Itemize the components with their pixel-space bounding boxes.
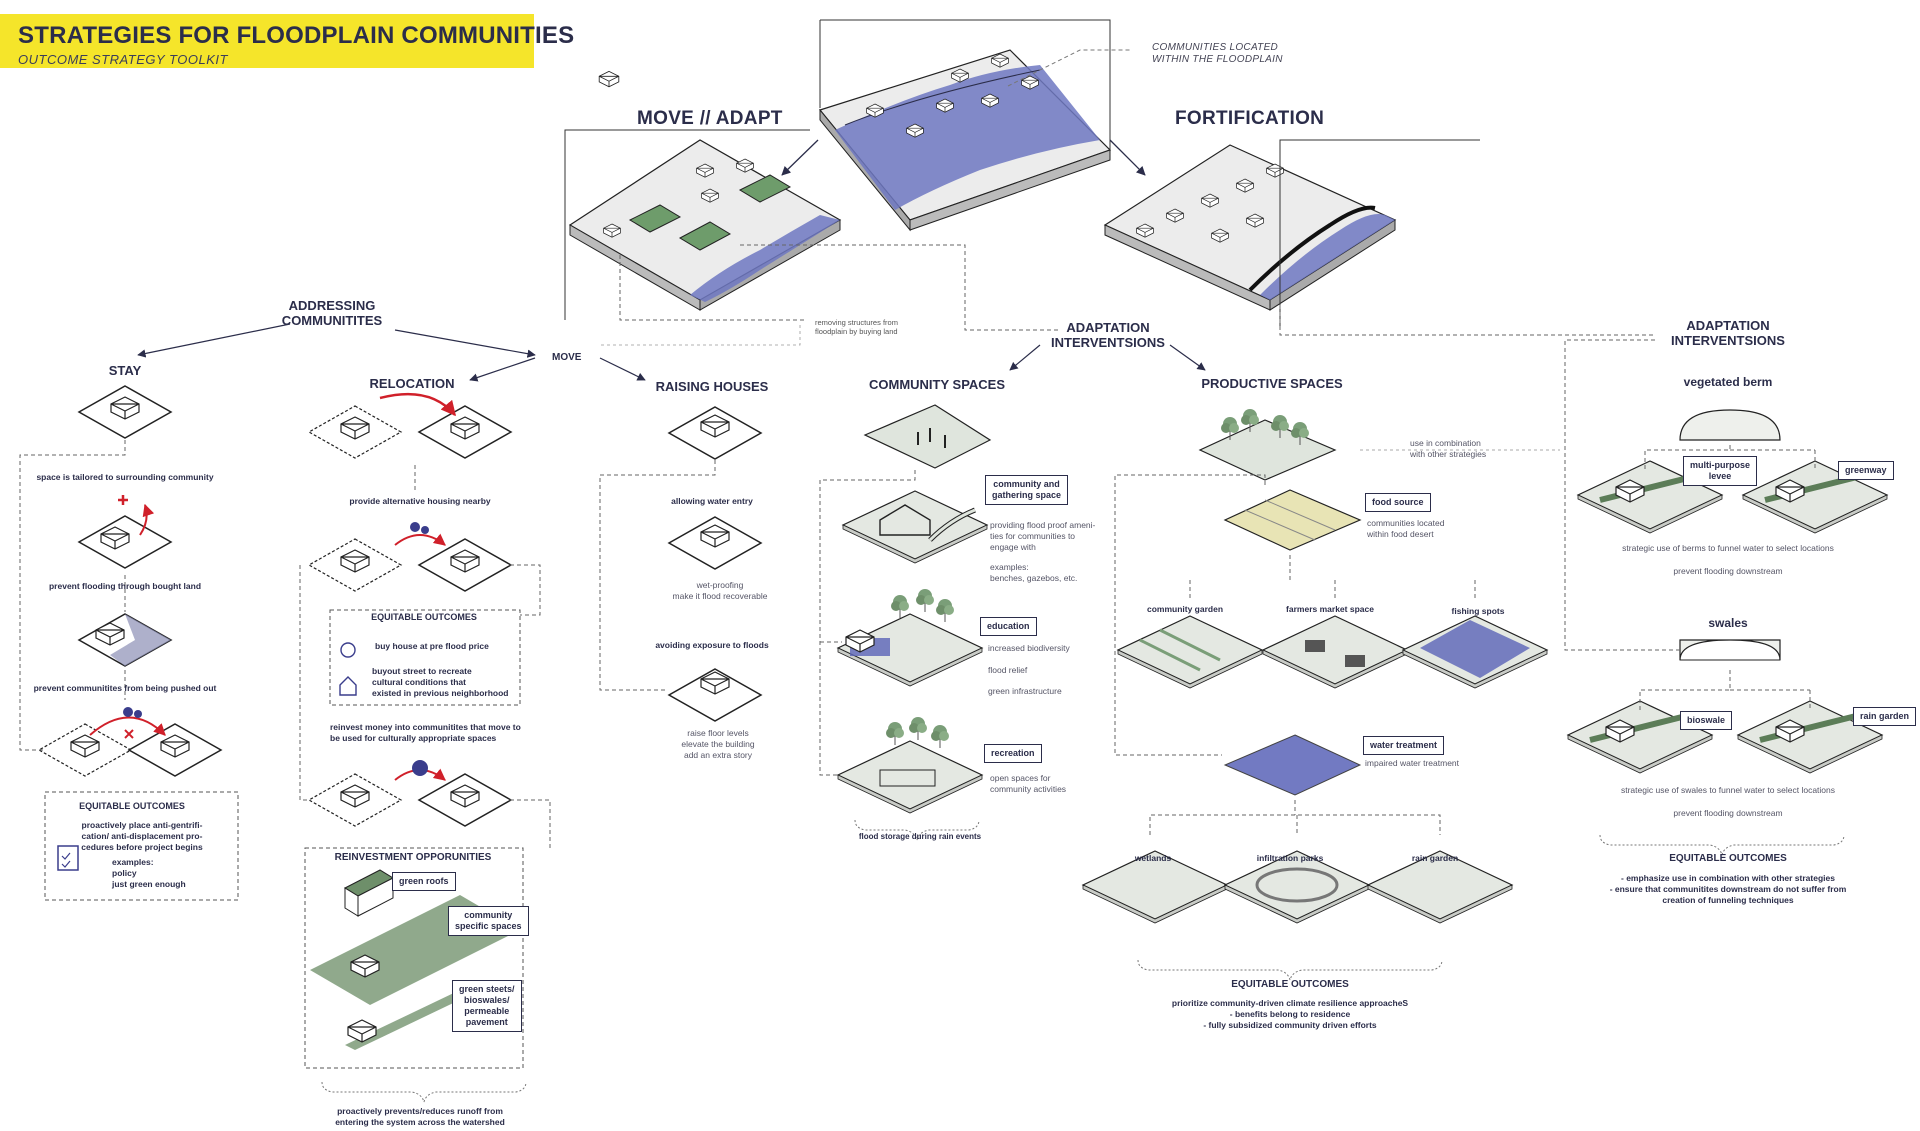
adaptation-label-1: ADAPTATION INTERVENTSIONS [1051, 320, 1165, 350]
fishing-spots-label: fishing spots [1451, 606, 1505, 616]
callout-green-streets: green steets/ bioswales/ permeable pavem… [452, 980, 522, 1032]
community-title: COMMUNITY SPACES [868, 377, 1006, 392]
callout-greenway: greenway [1838, 461, 1894, 480]
productive-equitable-text: prioritize community-driven climate resi… [1171, 998, 1409, 1030]
callout-bioswale: bioswale [1680, 711, 1733, 730]
community-bottom: flood storage during rain events [858, 832, 982, 841]
callout-community-spaces: community specific spaces [448, 906, 529, 936]
berm-note-2: prevent flooding downstream [1673, 566, 1783, 576]
callout-recreation: recreation [984, 744, 1042, 763]
page-title: STRATEGIES FOR FLOODPLAIN COMMUNITIES [18, 22, 575, 49]
stay-equitable-examples: examples: policy just green enough [112, 857, 186, 889]
education-note-3: green infrastructure [988, 686, 1062, 696]
community-garden-label: community garden [1146, 604, 1224, 614]
stay-title: STAY [108, 363, 142, 378]
swales-title: swales [1708, 616, 1748, 630]
reinvestment-title: REINVESTMENT OPPORUNITIES [334, 852, 492, 863]
relocation-eq-item1: buy house at pre flood price [375, 641, 489, 651]
productive-platforms [1082, 408, 1548, 924]
stay-step3: prevent communitites from being pushed o… [33, 683, 217, 693]
relocation-tiles [308, 392, 512, 827]
stay-equitable-title: EQUITABLE OUTCOMES [79, 801, 185, 811]
wetlands-label: wetlands [1134, 853, 1172, 863]
removing-note: removing structures from floodplain by b… [815, 318, 898, 336]
relocation-equitable-title: EQUITABLE OUTCOMES [371, 612, 477, 622]
callout-gathering: community and gathering space [985, 475, 1069, 505]
raising-note2: raise floor levels elevate the building … [681, 728, 755, 760]
move-adapt-scene [568, 139, 842, 311]
relocation-step1: provide alternative housing nearby [349, 496, 491, 506]
callout-food-source: food source [1365, 493, 1431, 512]
swales-note-2: prevent flooding downstream [1673, 808, 1783, 818]
swales-note-1: strategic use of swales to funnel water … [1620, 785, 1836, 795]
move-label: MOVE [552, 352, 582, 363]
berm-title: vegetated berm [1683, 375, 1773, 389]
relocation-eq-item2: buyout street to recreate cultural condi… [372, 666, 509, 698]
fortification-scene [1103, 144, 1397, 311]
page-subtitle: OUTCOME STRATEGY TOOLKIT [18, 52, 228, 67]
recreation-note: open spaces for community activities [990, 773, 1067, 794]
combo-note: use in combination with other strategies [1410, 438, 1487, 459]
callout-levee: multi-purpose levee [1683, 456, 1757, 486]
relocation-title: RELOCATION [369, 376, 455, 391]
raising-step1: allowing water entry [671, 496, 753, 506]
stay-step1: space is tailored to surrounding communi… [36, 472, 214, 482]
stay-equitable-text: proactively place anti-gentrifi- cation/… [81, 820, 203, 852]
clipboard-icon [57, 845, 79, 871]
callout-water-treatment: water treatment [1363, 736, 1445, 755]
callout-education: education [980, 617, 1037, 636]
move-adapt-heading: MOVE // ADAPT [637, 108, 783, 129]
money-bag-icon [340, 642, 356, 658]
gathering-note: providing flood proof ameni- ties for co… [990, 520, 1096, 552]
adaptation-label-2: ADAPTATION INTERVENTSIONS [1671, 318, 1785, 348]
fort-equitable-title: EQUITABLE OUTCOMES [1669, 853, 1787, 864]
water-note: impaired water treatment [1365, 758, 1460, 768]
raising-title: RAISING HOUSES [655, 379, 769, 394]
infiltration-label: infiltration parks [1256, 853, 1324, 863]
community-platforms [837, 404, 992, 814]
raising-tiles [668, 406, 762, 722]
productive-equitable-title: EQUITABLE OUTCOMES [1231, 979, 1349, 990]
floodplain-scene [598, 49, 1112, 232]
gathering-examples: examples: benches, gazebos, etc. [990, 562, 1078, 583]
relocation-bottom: proactively prevents/reduces runoff from… [335, 1106, 505, 1127]
education-note-1: increased biodiversity [988, 643, 1070, 653]
productive-title: PRODUCTIVE SPACES [1201, 376, 1343, 391]
title-banner: STRATEGIES FOR FLOODPLAIN COMMUNITIES OU… [0, 14, 574, 68]
callout-green-roofs: green roofs [392, 872, 456, 891]
raising-note1: wet-proofing make it flood recoverable [672, 580, 768, 601]
education-note-2: flood relief [988, 665, 1028, 675]
stay-step2: prevent flooding through bought land [48, 581, 202, 591]
rain-garden-label: rain garden [1411, 853, 1459, 863]
farmers-market-label: farmers market space [1286, 604, 1374, 614]
fort-equitable-text: - emphasize use in combination with othe… [1609, 873, 1847, 905]
stay-tiles [38, 385, 222, 777]
food-note: communities located within food desert [1367, 518, 1445, 539]
fortification-diagrams [1567, 409, 1888, 774]
callout-rain-garden: rain garden [1853, 707, 1917, 726]
house-outline-icon [339, 676, 357, 696]
floodplain-note: COMMUNITIES LOCATED WITHIN THE FLOODPLAI… [1152, 42, 1283, 65]
raising-step2: avoiding exposure to floods [655, 640, 769, 650]
addressing-label: ADDRESSING COMMUNITITES [281, 298, 383, 328]
relocation-step2: reinvest money into communitites that mo… [330, 722, 521, 743]
berm-note-1: strategic use of berms to funnel water t… [1622, 543, 1834, 553]
fortification-heading: FORTIFICATION [1175, 108, 1325, 129]
